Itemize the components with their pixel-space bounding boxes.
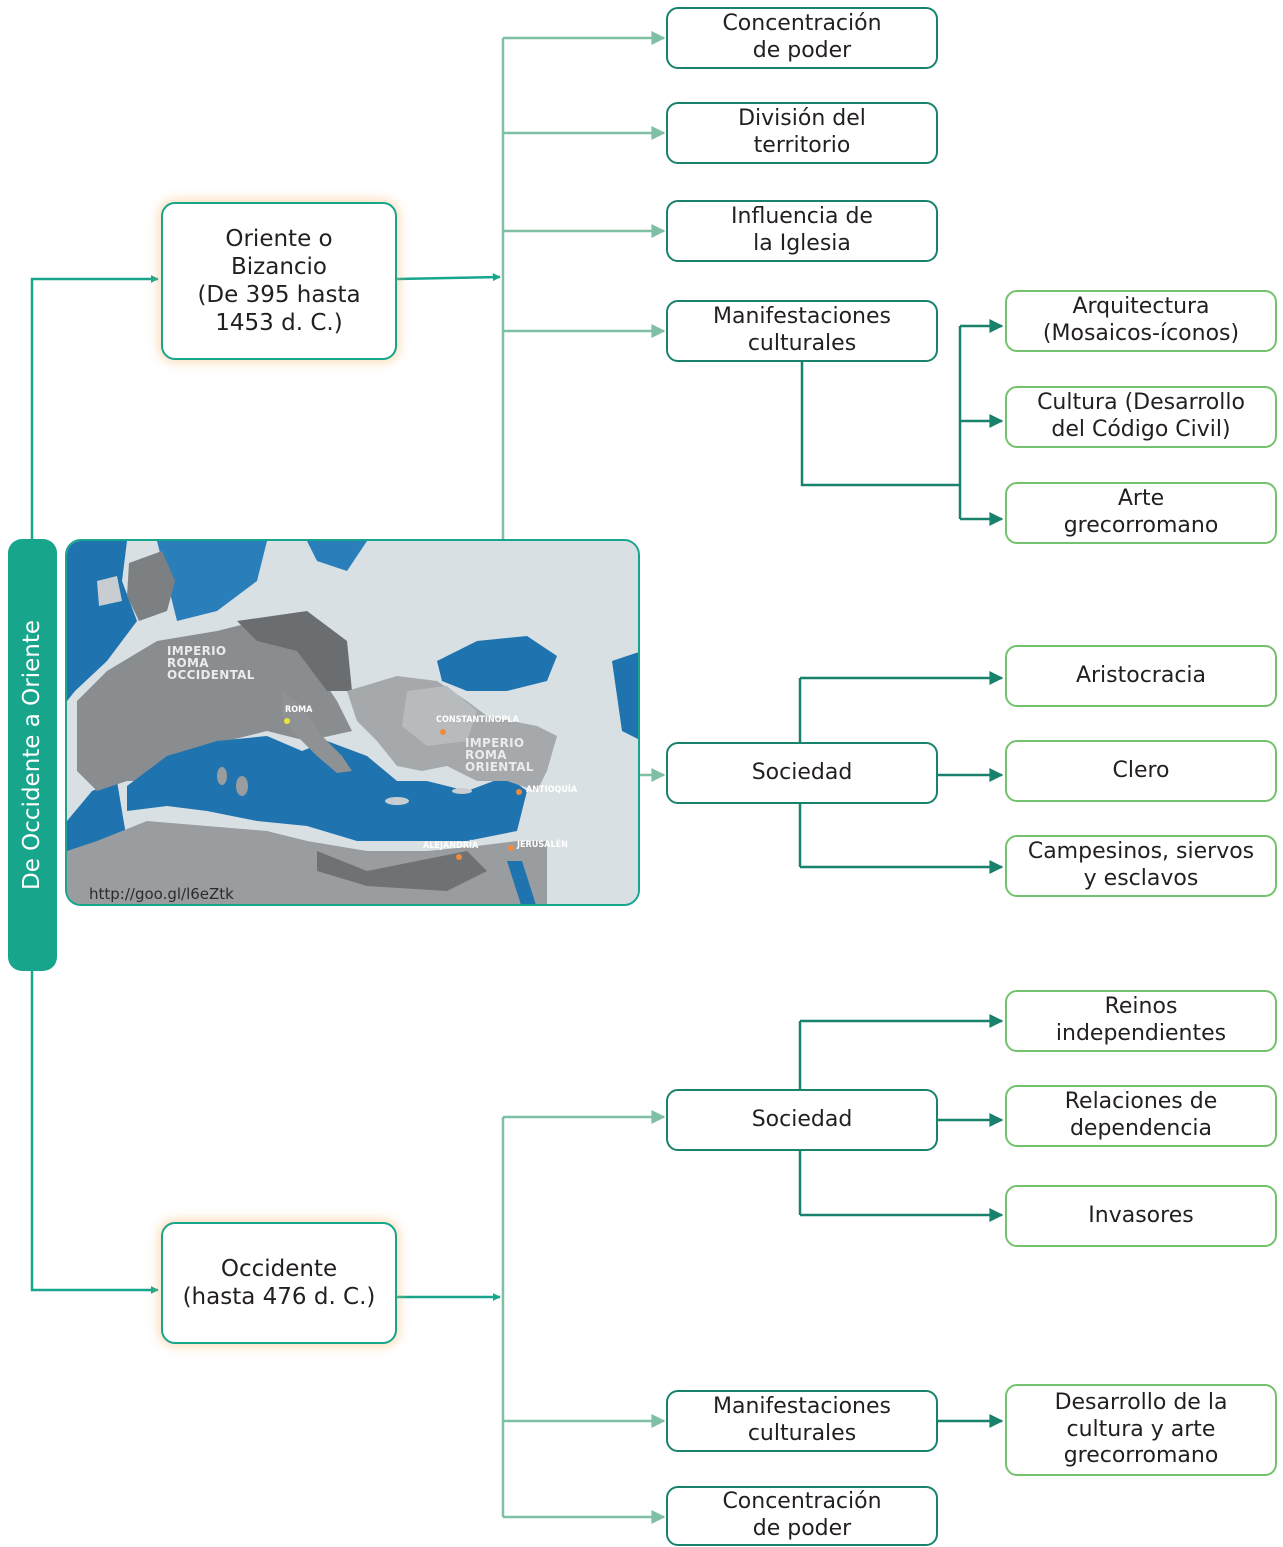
city-jerusalen: JERUSALÉN <box>517 840 568 850</box>
node-aristocracia: Aristocracia <box>1005 645 1277 707</box>
arrow-oriente-out <box>396 273 501 282</box>
constantinopla-dot <box>440 729 446 735</box>
node-occidente-concentracion: Concentración de poder <box>666 1486 938 1546</box>
node-cultura: Cultura (Desarrollo del Código Civil) <box>1005 386 1277 448</box>
node-clero: Clero <box>1005 740 1277 802</box>
roma-dot <box>284 718 290 724</box>
node-oriente-sociedad: Sociedad <box>666 742 938 804</box>
node-oriente-iglesia: Influencia de la Iglesia <box>666 200 938 262</box>
city-constantinopla: CONSTANTINOPLA <box>436 715 519 725</box>
node-relaciones: Relaciones de dependencia <box>1005 1085 1277 1147</box>
node-arquitectura: Arquitectura (Mosaicos-íconos) <box>1005 290 1277 352</box>
city-antioquia: ANTIOQUÍA <box>526 785 578 795</box>
map-graphic <box>67 541 638 904</box>
map-label-oriental: IMPERIO ROMA ORIENTAL <box>465 736 534 774</box>
node-occidente-sociedad: Sociedad <box>666 1089 938 1151</box>
node-desarrollo-cultura: Desarrollo de la cultura y arte grecorro… <box>1005 1384 1277 1476</box>
jerusalen-dot <box>508 845 514 851</box>
node-occidente-manifestaciones: Manifestaciones culturales <box>666 1390 938 1452</box>
node-oriente-concentracion: Concentración de poder <box>666 7 938 69</box>
node-invasores: Invasores <box>1005 1185 1277 1247</box>
antioquia-dot <box>516 789 522 795</box>
arrow-to-occidente <box>30 970 159 1294</box>
node-oriente: Oriente o Bizancio (De 395 hasta 1453 d.… <box>161 202 397 360</box>
root-pill <box>8 539 57 971</box>
map-label-occidental: IMPERIO ROMA OCCIDENTAL <box>167 644 255 682</box>
node-occidente: Occidente (hasta 476 d. C.) <box>161 1222 397 1344</box>
node-reinos: Reinos independientes <box>1005 990 1277 1052</box>
alejandria-dot <box>456 854 462 860</box>
node-oriente-division: División del territorio <box>666 102 938 164</box>
city-roma: ROMA <box>285 705 313 715</box>
arrow-to-oriente <box>30 275 159 540</box>
node-oriente-manifestaciones: Manifestaciones culturales <box>666 300 938 362</box>
node-campesinos: Campesinos, siervos y esclavos <box>1005 835 1277 897</box>
city-alejandria: ALEJANDRÍA <box>423 841 479 851</box>
map-source-url: http://goo.gl/l6eZtk <box>89 885 234 903</box>
node-arte-grecorromano: Arte grecorromano <box>1005 482 1277 544</box>
root-label: De Occidente a Oriente <box>19 620 45 891</box>
map-image: IMPERIO ROMA OCCIDENTAL IMPERIO ROMA ORI… <box>65 539 640 906</box>
